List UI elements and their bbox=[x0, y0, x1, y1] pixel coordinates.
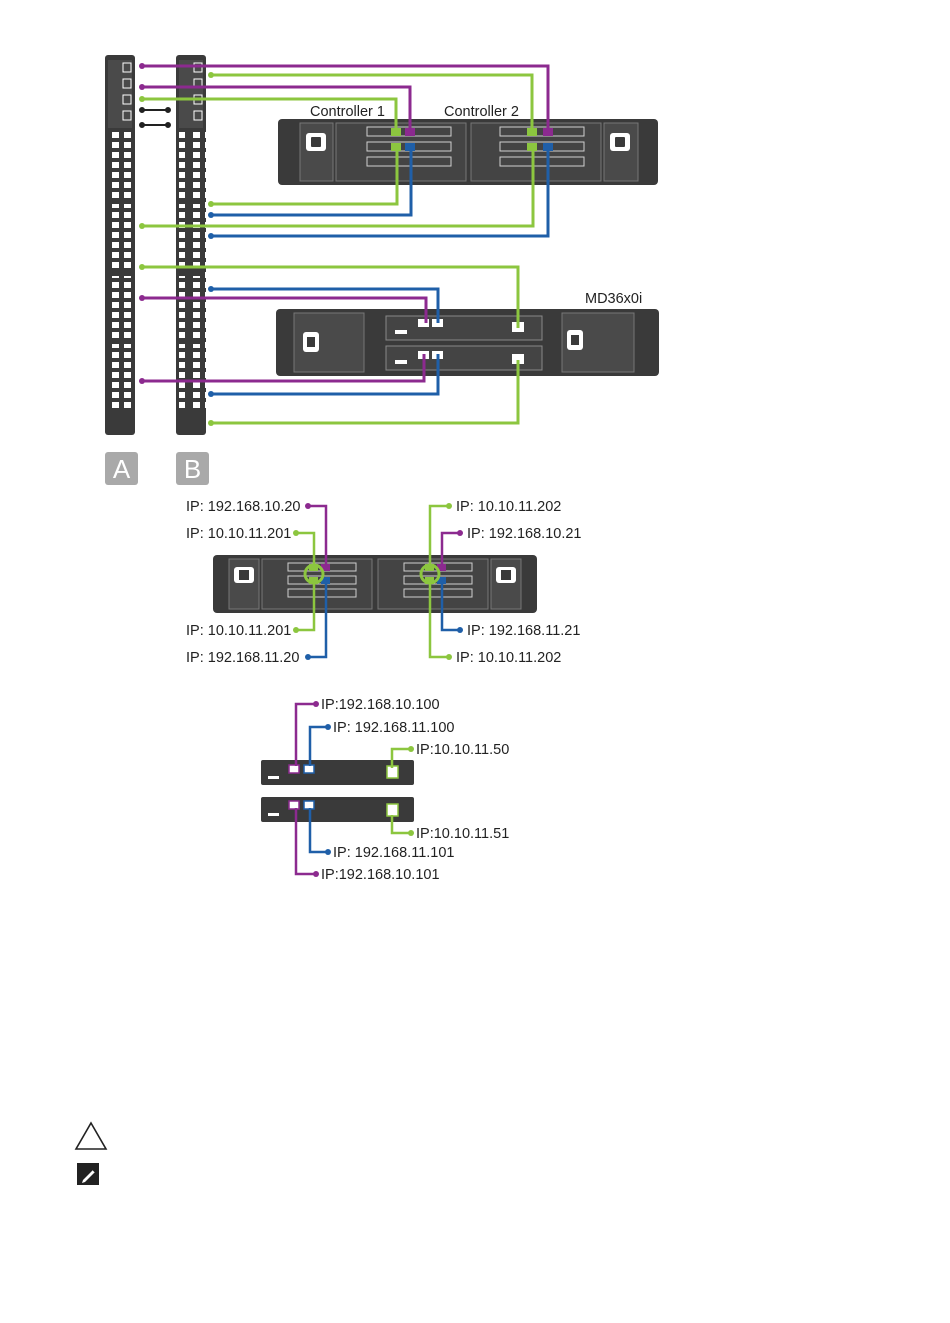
switch-letter-a: A bbox=[113, 454, 131, 484]
switch-b bbox=[176, 55, 206, 435]
controller-1-label: Controller 1 bbox=[310, 104, 385, 120]
caution-triangle-icon bbox=[74, 1121, 114, 1153]
m2-purple-ip: IP:192.168.10.101 bbox=[321, 867, 440, 883]
storage-array-top bbox=[278, 119, 658, 185]
enclosure-model-label: MD36x0i bbox=[585, 291, 642, 307]
m2-blue-ip: IP: 192.168.11.101 bbox=[333, 845, 454, 861]
c1-bottom-green-ip: IP: 10.10.11.201 bbox=[186, 623, 291, 639]
stacking-cables bbox=[140, 108, 170, 127]
c2-top-green-ip: IP: 10.10.11.202 bbox=[456, 499, 561, 515]
switch-letter-b: B bbox=[184, 454, 201, 484]
expansion-enclosure bbox=[276, 309, 659, 376]
switch-label-a: A bbox=[105, 452, 138, 485]
m1-green-ip: IP:10.10.11.50 bbox=[416, 742, 509, 758]
c2-top-purple-ip: IP: 192.168.10.21 bbox=[467, 526, 582, 542]
switch-label-b: B bbox=[176, 452, 209, 485]
m1-blue-ip: IP: 192.168.11.100 bbox=[333, 720, 454, 736]
note-pencil-icon bbox=[74, 1160, 114, 1192]
switch-a bbox=[105, 55, 135, 435]
storage-array-middle bbox=[213, 555, 537, 613]
m1-purple-ip: IP:192.168.10.100 bbox=[321, 697, 440, 713]
c1-top-purple-ip: IP: 192.168.10.20 bbox=[186, 499, 301, 515]
c2-bottom-green-ip: IP: 10.10.11.202 bbox=[456, 650, 561, 666]
m2-green-ip: IP:10.10.11.51 bbox=[416, 826, 509, 842]
c1-bottom-blue-ip: IP: 192.168.11.20 bbox=[186, 650, 299, 666]
c1-top-green-ip: IP: 10.10.11.201 bbox=[186, 526, 291, 542]
c2-bottom-blue-ip: IP: 192.168.11.21 bbox=[467, 623, 580, 639]
controller-2-label: Controller 2 bbox=[444, 104, 519, 120]
